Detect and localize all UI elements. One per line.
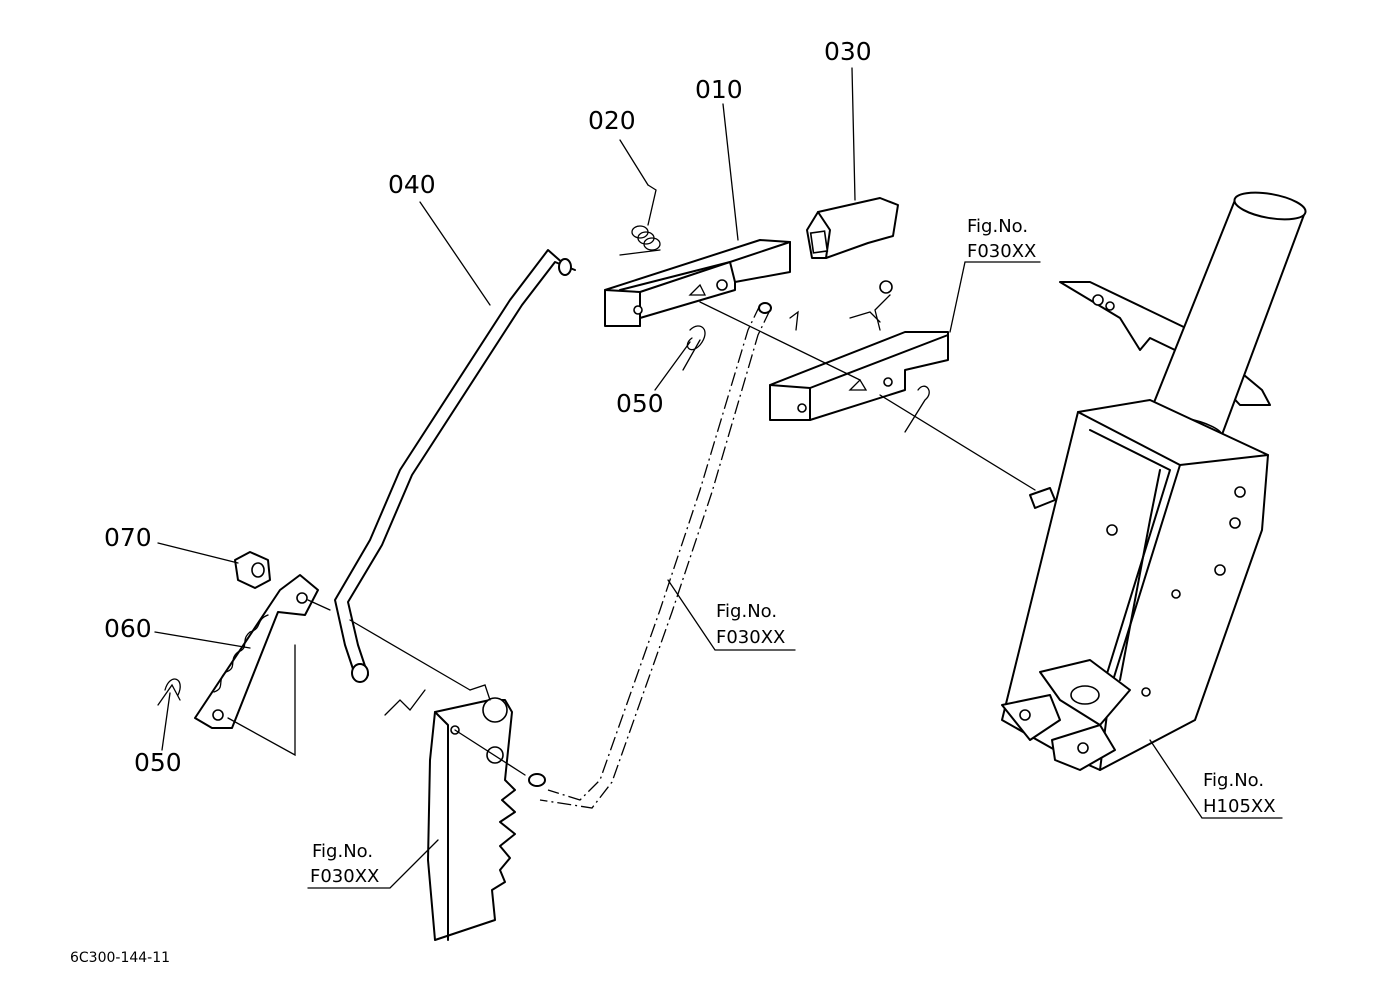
label-030: 030 xyxy=(824,37,872,66)
part-number-labels: 030 010 020 040 050 070 060 050 xyxy=(104,37,872,777)
fig-ref-bottom-left-line1: Fig.No. xyxy=(312,841,373,862)
pedal-bracket xyxy=(427,684,516,941)
assembly-lines xyxy=(227,301,1036,776)
linkage-rod xyxy=(528,302,799,809)
clip-right xyxy=(904,385,930,433)
rod-040 xyxy=(334,249,576,683)
fig-ref-top-right-line1: Fig.No. xyxy=(967,216,1028,237)
bracket-060 xyxy=(194,574,319,729)
clip-050-bottom xyxy=(157,678,181,706)
nut-070 xyxy=(234,551,271,589)
spring-020 xyxy=(619,184,661,256)
leader-lines xyxy=(154,67,1283,889)
arm-010 xyxy=(604,239,791,327)
fig-ref-column-line2: H105XX xyxy=(1203,796,1276,817)
fig-ref-top-right-line2: F030XX xyxy=(967,241,1036,262)
steering-column-assembly xyxy=(1001,191,1307,771)
clip-lower xyxy=(384,689,426,716)
label-040: 040 xyxy=(388,170,436,199)
label-020: 020 xyxy=(588,106,636,135)
fig-ref-middle-line2: F030XX xyxy=(716,627,785,648)
label-050-bottom: 050 xyxy=(134,748,182,777)
fig-ref-bottom-left-line2: F030XX xyxy=(310,866,379,887)
knob-030 xyxy=(806,197,899,259)
fig-ref-middle-line1: Fig.No. xyxy=(716,601,777,622)
label-060: 060 xyxy=(104,614,152,643)
label-070: 070 xyxy=(104,523,152,552)
secondary-arm xyxy=(769,280,949,421)
figure-references: Fig.No. F030XX Fig.No. F030XX Fig.No. F0… xyxy=(310,216,1276,887)
fig-ref-column-line1: Fig.No. xyxy=(1203,770,1264,791)
label-050-top: 050 xyxy=(616,389,664,418)
drawing-number: 6C300-144-11 xyxy=(70,950,170,966)
label-010: 010 xyxy=(695,75,743,104)
